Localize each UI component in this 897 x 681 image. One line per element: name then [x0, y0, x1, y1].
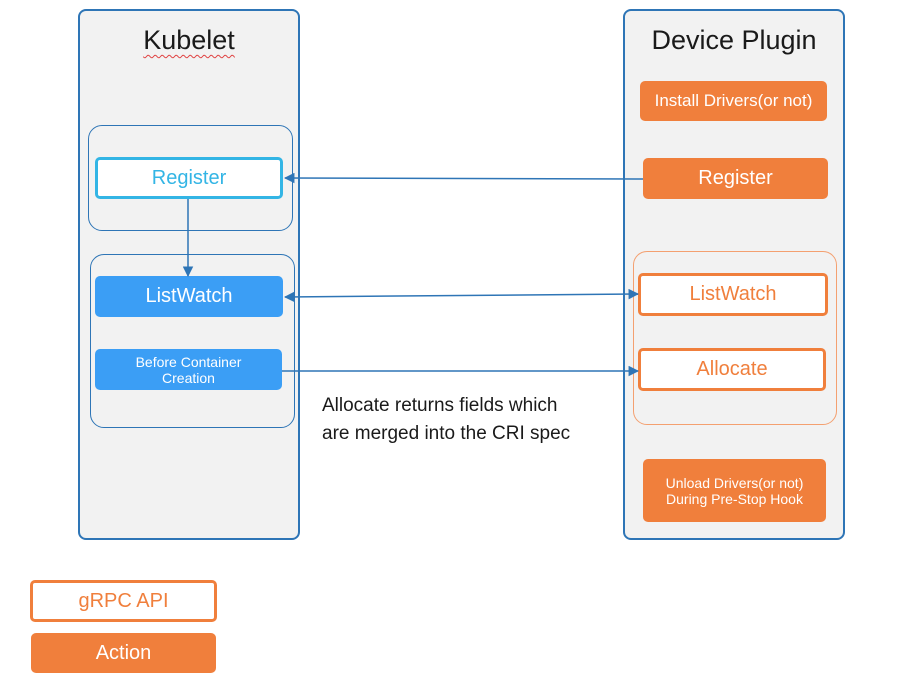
- kubelet-before-container-box: Before Container Creation: [95, 349, 282, 390]
- kubelet-title: Kubelet: [143, 25, 235, 55]
- device-plugin-listwatch-label: ListWatch: [689, 283, 777, 305]
- device-plugin-listwatch-box: ListWatch: [638, 273, 828, 316]
- device-plugin-register-label: Register: [698, 167, 773, 189]
- allocate-note-line-1: Allocate returns fields which: [322, 395, 558, 416]
- device-plugin-allocate-label: Allocate: [696, 358, 768, 380]
- register-arrow: [283, 172, 644, 184]
- kubelet-listwatch-group: [90, 254, 295, 428]
- device-plugin-register-box: Register: [643, 158, 828, 199]
- install-drivers-box: Install Drivers(or not): [640, 81, 827, 121]
- device-plugin-allocate-box: Allocate: [638, 348, 826, 391]
- kubelet-register-label: Register: [151, 166, 227, 189]
- allocate-note: Allocate returns fields which are merged…: [322, 392, 622, 448]
- kubelet-before-container-label: Before Container Creation: [135, 353, 242, 386]
- listwatch-bidirectional-arrow: [283, 288, 640, 303]
- legend-action-label: Action: [95, 641, 152, 664]
- install-drivers-label: Install Drivers(or not): [654, 91, 813, 110]
- kubelet-listwatch-box: ListWatch: [95, 276, 283, 317]
- kubelet-register-box: Register: [95, 157, 283, 199]
- allocate-note-line-2: are merged into the CRI spec: [322, 423, 571, 444]
- legend-grpc-api-label: gRPC API: [78, 589, 169, 612]
- legend-grpc-api: gRPC API: [30, 580, 217, 622]
- device-plugin-grpc-group: [633, 251, 837, 425]
- legend-action: Action: [31, 633, 216, 673]
- device-plugin-title: Device Plugin: [651, 25, 817, 55]
- unload-drivers-label: Unload Drivers(or not) During Pre-Stop H…: [665, 474, 804, 507]
- unload-drivers-box: Unload Drivers(or not) During Pre-Stop H…: [643, 459, 826, 522]
- kubelet-listwatch-label: ListWatch: [145, 285, 233, 307]
